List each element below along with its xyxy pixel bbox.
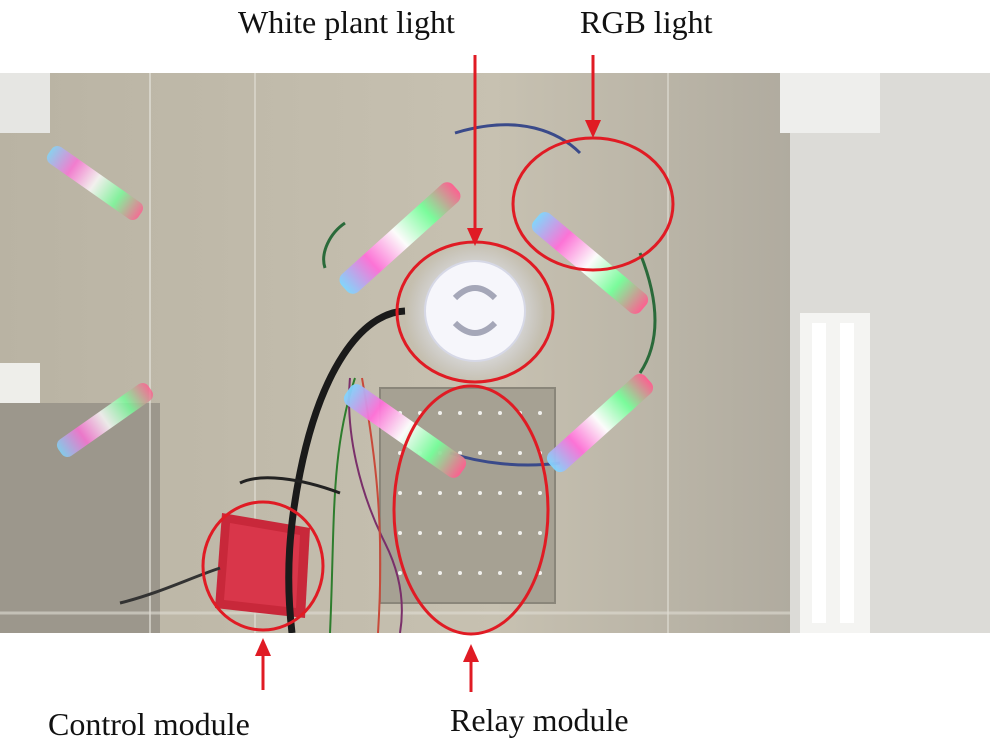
setup-photo	[0, 73, 990, 633]
label-control-module: Control module	[48, 706, 250, 742]
label-rgb-light: RGB light	[580, 4, 713, 40]
label-white-plant-light: White plant light	[238, 4, 455, 40]
label-relay-module: Relay module	[450, 702, 629, 738]
